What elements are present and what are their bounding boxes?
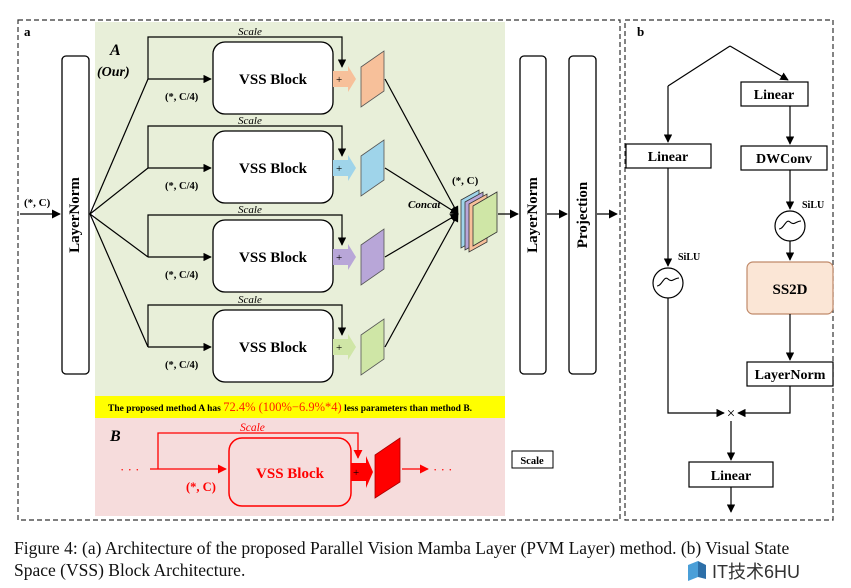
add-arrow-1	[333, 66, 356, 92]
linear-left-box	[625, 143, 712, 169]
projection-label: Projection	[575, 181, 591, 248]
figure-caption: Figure 4: (a) Architecture of the propos…	[14, 538, 790, 580]
dim-label-1: (*, C/4)	[165, 92, 199, 103]
watermark-logo-icon	[686, 561, 708, 581]
to-concat-line-4	[384, 213, 459, 348]
right-to-multiply-arrow	[737, 386, 791, 418]
note-prefix: The proposed method A has	[108, 404, 223, 414]
left-to-multiply-arrow	[667, 298, 725, 418]
add-plus-1: +	[336, 74, 342, 86]
linear-bottom-box	[688, 461, 774, 488]
input-dim-label: (*, C)	[24, 197, 51, 209]
scale-path-3	[147, 214, 347, 257]
dwconv-label: DWConv	[756, 152, 812, 167]
legend-scale-box	[511, 450, 554, 469]
scale-path-1	[147, 36, 347, 79]
method-b-output-feature	[374, 437, 401, 499]
layernorm-b-box	[746, 361, 834, 387]
add-plus-2: +	[336, 163, 342, 175]
concat-label: Concat	[408, 199, 441, 211]
vss-block-label-2: VSS Block	[239, 161, 308, 177]
method-b-dots-right: · · ·	[433, 462, 453, 477]
silu-left-icon	[652, 267, 684, 299]
concat-dim-label: (*, C)	[452, 175, 479, 187]
method-b-plus: +	[353, 467, 359, 479]
scale-path-4	[147, 304, 347, 347]
scale-label-3: Scale	[238, 204, 262, 216]
projection-box	[568, 55, 597, 375]
silu-right-curve	[778, 220, 802, 230]
add-arrow-3	[333, 244, 356, 270]
scale-label-2: Scale	[238, 115, 262, 127]
fanout-line-4	[89, 213, 149, 348]
add-plus-4: +	[336, 342, 342, 354]
vss-block-label-4: VSS Block	[239, 340, 308, 356]
vss-block-label-3: VSS Block	[239, 250, 308, 266]
silu-left-curve	[656, 277, 680, 287]
panel-a-frame	[17, 19, 621, 521]
watermark: IT技术6HU	[686, 558, 846, 584]
layernorm-right-label: LayerNorm	[525, 177, 541, 253]
ss2d-label: SS2D	[772, 282, 807, 298]
dim-label-2: (*, C/4)	[165, 181, 199, 192]
layernorm-left-label: LayerNorm	[67, 177, 83, 253]
feature-map-1	[360, 50, 385, 108]
method-b-dim-label: (*, C)	[186, 480, 216, 494]
dwconv-box	[740, 145, 828, 171]
layernorm-left-box	[61, 55, 90, 375]
linear-bottom-label: Linear	[711, 469, 751, 484]
concat-stack	[460, 189, 498, 253]
branches-group: Scale (*, C/4) VSS Block + Scale (*, C/4) VSS …	[89, 26, 459, 383]
dim-label-4: (*, C/4)	[165, 360, 199, 371]
add-plus-3: +	[336, 252, 342, 264]
dim-label-3: (*, C/4)	[165, 270, 199, 281]
fanout-line-1	[89, 78, 149, 215]
layernorm-right-box	[519, 55, 547, 375]
multiply-symbol: ×	[727, 406, 735, 422]
split-right-arrow	[729, 45, 789, 81]
feature-map-4	[360, 318, 385, 376]
add-arrow-2	[333, 155, 356, 181]
method-a-title: A	[109, 42, 121, 59]
linear-top-label: Linear	[754, 88, 794, 103]
to-concat-line-2	[384, 167, 459, 215]
note-suffix: less parameters than method B.	[342, 404, 472, 414]
scale-label-4: Scale	[238, 294, 262, 306]
note-bar	[95, 396, 505, 418]
legend-scale-label: Scale	[520, 456, 544, 467]
silu-right-icon	[774, 210, 806, 242]
method-b-vss-label: VSS Block	[256, 466, 325, 482]
scale-path-2	[147, 125, 347, 168]
method-b-scale-path	[157, 432, 363, 469]
method-b-add-arrow	[351, 456, 373, 488]
method-b-scale-label: Scale	[240, 422, 265, 434]
to-concat-line-3	[384, 213, 459, 258]
panel-a-label: a	[24, 24, 31, 39]
silu-left-label: SiLU	[678, 252, 700, 263]
note-highlight: 72.4% (100%−6.9%*4)	[223, 400, 342, 414]
note-text: The proposed method A has 72.4% (100%−6.…	[108, 400, 472, 414]
vss-block-label-1: VSS Block	[239, 72, 308, 88]
feature-map-2	[360, 139, 385, 197]
panel-b-label: b	[637, 24, 644, 39]
fanout-line-2	[89, 167, 149, 215]
scale-label-1: Scale	[238, 26, 262, 38]
silu-right-label: SiLU	[802, 200, 824, 211]
method-b-dots-left: · · ·	[120, 462, 140, 477]
linear-top-box	[740, 81, 809, 107]
add-arrow-4	[333, 334, 356, 360]
fanout-line-3	[89, 213, 149, 258]
feature-map-3	[360, 228, 385, 286]
layernorm-b-label: LayerNorm	[755, 368, 826, 383]
linear-left-label: Linear	[648, 150, 688, 165]
split-left-line	[667, 45, 731, 87]
method-b-title: B	[109, 428, 121, 445]
to-concat-line-1	[384, 78, 459, 215]
method-a-subtitle: (Our)	[97, 65, 130, 80]
watermark-text: IT技术6HU	[712, 562, 801, 582]
